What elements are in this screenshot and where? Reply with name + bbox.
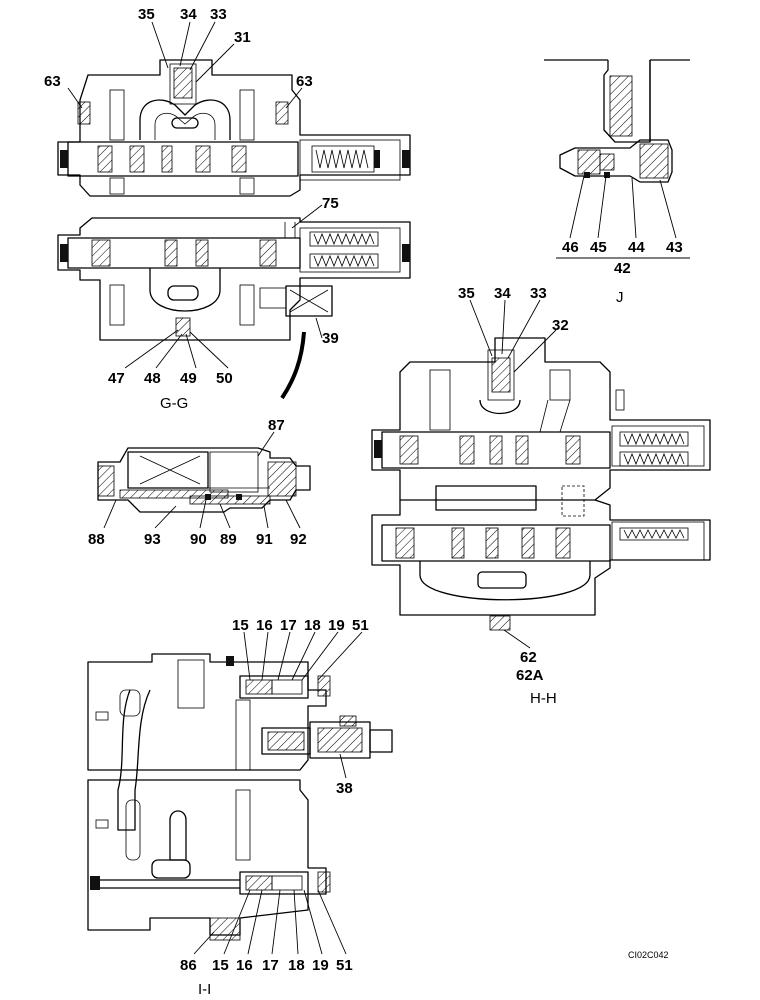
- hh-leaders: [469, 299, 557, 649]
- drawing-code: CI02C042: [628, 950, 669, 960]
- ii-top-part-labels: 15 16 17 18 19 51 38: [232, 617, 369, 797]
- part-label: 49: [180, 370, 197, 387]
- part-label: 15: [232, 617, 249, 634]
- part-label: 88: [88, 531, 105, 548]
- part-label: 87: [268, 417, 285, 434]
- part-label: 50: [216, 370, 233, 387]
- part-label: 16: [236, 957, 253, 974]
- part-label: 33: [210, 6, 227, 23]
- gg-upper-valve-body: [57, 59, 411, 197]
- part-label: 38: [336, 780, 353, 797]
- part-label: 43: [666, 239, 683, 256]
- part-label: 19: [328, 617, 345, 634]
- part-label: 47: [108, 370, 125, 387]
- gg-lower-leaders: [124, 204, 323, 369]
- part-label: 89: [220, 531, 237, 548]
- gg-lower-valve-body: [57, 217, 411, 341]
- part-label: 15: [212, 957, 229, 974]
- j-part-labels: 46 45 44 43 42: [562, 239, 683, 277]
- part-label: 62: [520, 649, 537, 666]
- part-label: 90: [190, 531, 207, 548]
- part-label: 46: [562, 239, 579, 256]
- gg-upper-leaders: [67, 21, 303, 109]
- relief-valve-detail: [97, 447, 311, 513]
- part-label: 45: [590, 239, 607, 256]
- part-label: 75: [322, 195, 339, 212]
- part-label: 51: [352, 617, 369, 634]
- part-label: 86: [180, 957, 197, 974]
- ii-bottom-leaders: [193, 889, 347, 955]
- part-label: 44: [628, 239, 645, 256]
- part-label: 42: [614, 260, 631, 277]
- part-label: 34: [180, 6, 197, 23]
- part-label: 16: [256, 617, 273, 634]
- part-label: 92: [290, 531, 307, 548]
- gg-upper-part-labels: 35 34 33 31 63 63: [44, 6, 313, 90]
- part-label: 18: [304, 617, 321, 634]
- part-label: 32: [552, 317, 569, 334]
- gg-lower-part-labels: 75 39 47 48 49 50: [108, 195, 339, 387]
- part-label: 17: [280, 617, 297, 634]
- part-label: 91: [256, 531, 273, 548]
- part-label: 35: [138, 6, 155, 23]
- ii-bottom-part-labels: 86 15 16 17 18 19 51: [180, 957, 353, 974]
- part-label: 19: [312, 957, 329, 974]
- part-label: 34: [494, 285, 511, 302]
- ii-valve-body: [87, 653, 393, 941]
- part-label: 18: [288, 957, 305, 974]
- part-label: 48: [144, 370, 161, 387]
- part-label: 93: [144, 531, 161, 548]
- part-label: 63: [296, 73, 313, 90]
- part-label: 62A: [516, 667, 544, 684]
- pilot-pipe: [280, 331, 306, 400]
- hh-part-labels: 35 34 33 32 62 62A: [458, 285, 569, 684]
- hh-valve-body: [371, 337, 711, 631]
- j-detail: [544, 59, 690, 183]
- j-leaders: [556, 175, 690, 259]
- view-title-hh: H-H: [530, 690, 557, 707]
- view-title-ii: I-I: [198, 981, 211, 998]
- ii-top-leaders: [243, 631, 363, 779]
- view-title-j: J: [616, 289, 624, 306]
- view-title-gg: G-G: [160, 395, 188, 412]
- part-label: 33: [530, 285, 547, 302]
- part-label: 63: [44, 73, 61, 90]
- part-label: 31: [234, 29, 251, 46]
- relief-leaders: [103, 431, 301, 529]
- relief-part-labels: 87 88 93 90 89 91 92: [88, 417, 307, 548]
- part-label: 35: [458, 285, 475, 302]
- part-label: 17: [262, 957, 279, 974]
- part-label: 51: [336, 957, 353, 974]
- part-label: 39: [322, 330, 339, 347]
